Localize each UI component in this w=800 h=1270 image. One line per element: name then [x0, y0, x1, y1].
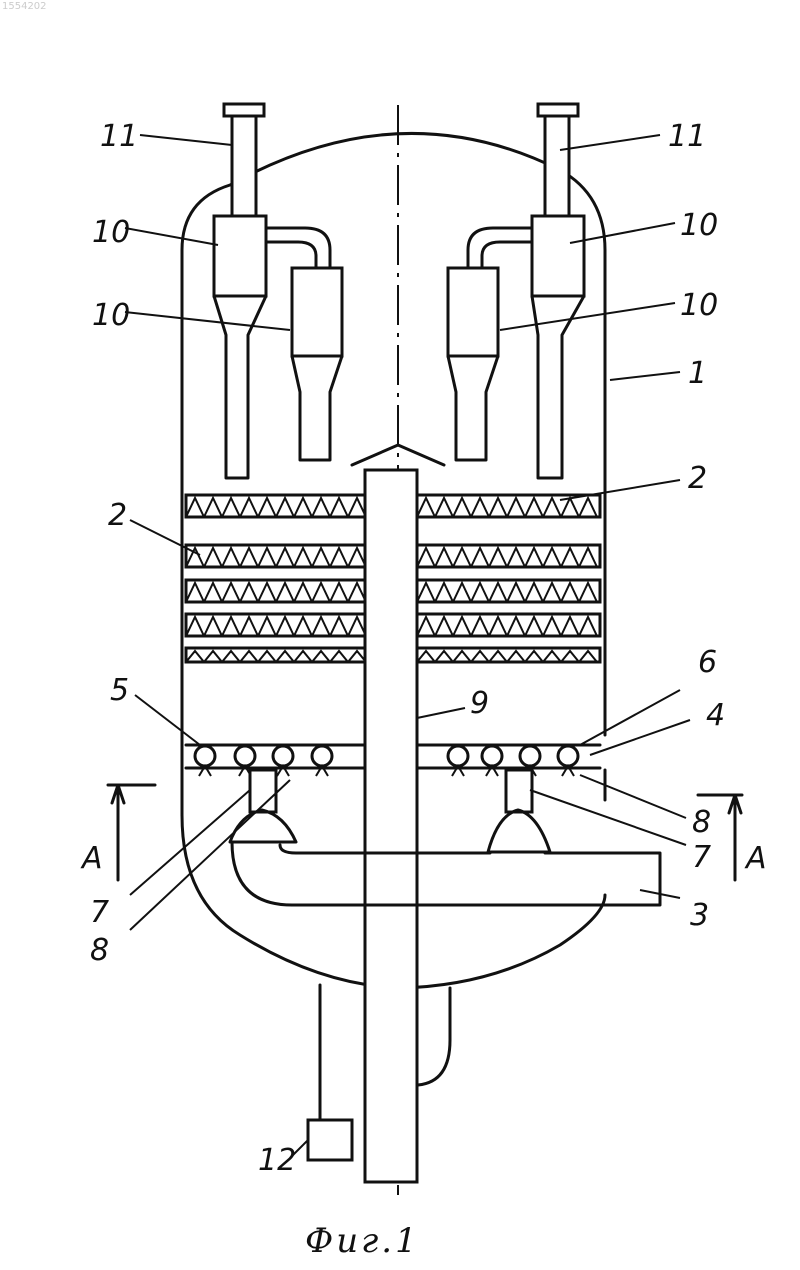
- section-label-right: A: [744, 841, 767, 876]
- section-label-left: A: [80, 841, 103, 876]
- label-3: 3: [690, 898, 709, 933]
- label-2-left: 2: [108, 498, 127, 533]
- figure-caption: Фиг.1: [305, 1221, 420, 1261]
- label-1: 1: [688, 356, 707, 391]
- label-7-left: 7: [90, 895, 109, 930]
- grid-nozzle: [520, 746, 540, 766]
- label-10-d: 10: [680, 288, 718, 323]
- label-2-right: 2: [688, 461, 707, 496]
- grid-nozzle: [558, 746, 578, 766]
- label-7-right: 7: [692, 840, 711, 875]
- label-10-b: 10: [680, 208, 718, 243]
- label-8-right: 8: [692, 805, 711, 840]
- feed-pipe: [232, 842, 660, 905]
- label-6: 6: [698, 645, 717, 680]
- label-4: 4: [706, 698, 725, 733]
- feed-distributor-right: [488, 770, 550, 852]
- label-10-c: 10: [92, 298, 130, 333]
- grid-nozzle: [482, 746, 502, 766]
- grid-nozzle: [312, 746, 332, 766]
- scan-stamp: 1554202: [2, 1, 47, 12]
- central-riser: [365, 470, 417, 1182]
- label-11-right: 11: [668, 119, 706, 154]
- label-12: 12: [258, 1143, 296, 1178]
- grid-nozzle: [195, 746, 215, 766]
- grid-nozzle: [273, 746, 293, 766]
- grid-nozzle: [448, 746, 468, 766]
- grid-nozzle: [235, 746, 255, 766]
- label-11-left: 11: [100, 119, 138, 154]
- label-8-left: 8: [90, 933, 109, 968]
- section-marker-left: [108, 785, 155, 880]
- label-5: 5: [110, 673, 129, 708]
- nozzle-12: [308, 1120, 352, 1160]
- cyclone-right: [448, 104, 584, 478]
- label-9: 9: [470, 686, 489, 721]
- label-10-a: 10: [92, 215, 130, 250]
